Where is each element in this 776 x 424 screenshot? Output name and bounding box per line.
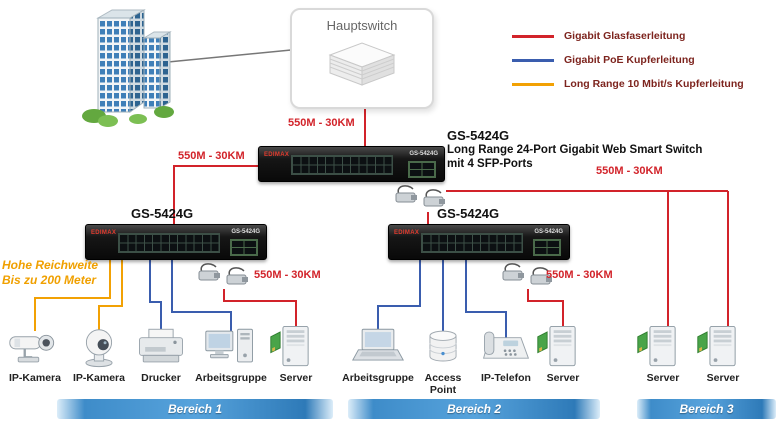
device-label: Server <box>646 372 680 384</box>
left-switch-model-label: GS-5424G <box>131 206 194 221</box>
device-arbeitsgruppe-2: Arbeitsgruppe <box>342 324 414 384</box>
server-icon <box>268 324 324 370</box>
device-label: Arbeitsgruppe <box>342 372 414 384</box>
building-to-hauptswitch-line <box>167 49 292 63</box>
fiber-main-to-left-switch <box>173 165 258 224</box>
distance-label-right-sfp: 550M - 30KM <box>546 269 613 281</box>
device-ip-kamera-1: IP-Kamera <box>0 324 70 384</box>
device-server-2: Server <box>527 324 599 384</box>
access-point-icon <box>415 324 471 370</box>
device-label: Arbeitsgruppe <box>195 372 267 384</box>
fiber-right-sfp-to-server <box>527 289 564 331</box>
dome-camera-icon <box>71 324 127 370</box>
device-arbeitsgruppe-1: Arbeitsgruppe <box>195 324 267 384</box>
switch-brand-logo: EDIMAX <box>394 230 420 236</box>
device-label: Access Point <box>424 372 462 396</box>
poe-line-swatch <box>512 58 554 62</box>
legend-label: Long Range 10 Mbit/s Kupferleitung <box>564 78 744 90</box>
laptop-icon <box>350 324 406 370</box>
switch-right: EDIMAX GS-5424G <box>388 224 570 260</box>
zone-banner-bereich-2: Bereich 2 <box>348 399 600 419</box>
poe-to-drucker <box>149 258 162 331</box>
device-server-1: Server <box>260 324 332 384</box>
server-icon <box>635 324 691 370</box>
device-label: IP-Kamera <box>73 372 125 384</box>
workstation-icon <box>203 324 259 370</box>
main-switch-description-line1: Long Range 24-Port Gigabit Web Smart Swi… <box>447 144 703 156</box>
legend-row-fiber: Gigabit Glasfaserleitung <box>512 24 744 48</box>
switch-port-grid <box>421 233 523 253</box>
device-server-4: Server <box>687 324 759 384</box>
device-server-3: Server <box>627 324 699 384</box>
device-label: Drucker <box>141 372 181 384</box>
device-label: Server <box>706 372 740 384</box>
fiber-left-sfp-to-server <box>223 289 297 331</box>
switch-faceplate-model: GS-5424G <box>534 229 563 235</box>
switch-port-grid <box>118 233 220 253</box>
distance-label-right: 550M - 30KM <box>596 165 663 177</box>
longrange-to-ip-kamera-1 <box>34 258 111 331</box>
legend: Gigabit Glasfaserleitung Gigabit PoE Kup… <box>512 24 744 96</box>
hauptswitch-label: Hauptswitch <box>326 18 398 33</box>
long-range-note: Hohe Reichweite Bis zu 200 Meter <box>2 258 122 288</box>
switch-sfp-ports <box>230 239 258 256</box>
device-label: Server <box>546 372 580 384</box>
switch-sfp-ports <box>533 239 561 256</box>
long-range-note-line1: Hohe Reichweite <box>2 258 99 272</box>
office-building-illustration <box>78 4 178 132</box>
distance-label-left: 550M - 30KM <box>178 150 245 162</box>
main-switch-description-line2: mit 4 SFP-Ports <box>447 158 533 170</box>
main-switch-model-label: GS-5424G <box>447 128 510 143</box>
device-ip-kamera-2: IP-Kamera <box>63 324 135 384</box>
device-label: Server <box>279 372 313 384</box>
switch-left: EDIMAX GS-5424G <box>85 224 267 260</box>
poe-to-arbeitsgruppe-2 <box>377 258 421 331</box>
printer-icon <box>133 324 189 370</box>
switch-faceplate-model: GS-5424G <box>231 229 260 235</box>
server-icon <box>695 324 751 370</box>
zone-banner-bereich-1: Bereich 1 <box>57 399 333 419</box>
switch-brand-logo: EDIMAX <box>264 152 290 158</box>
switch-faceplate-model: GS-5424G <box>409 151 438 157</box>
device-label: IP-Kamera <box>9 372 61 384</box>
bullet-camera-icon <box>7 324 63 370</box>
switch-main: EDIMAX GS-5424G <box>258 146 445 182</box>
distance-label-left-sfp: 550M - 30KM <box>254 269 321 281</box>
device-ip-telefon: IP-Telefon <box>470 324 542 384</box>
long-range-note-line2: Bis zu 200 Meter <box>2 273 97 287</box>
zone-banner-bereich-3: Bereich 3 <box>637 399 776 419</box>
poe-to-ip-telefon <box>465 258 507 340</box>
hauptswitch-panel: Hauptswitch <box>290 8 434 109</box>
poe-to-arbeitsgruppe-1 <box>171 258 232 331</box>
switch-port-grid <box>291 155 393 175</box>
legend-label: Gigabit Glasfaserleitung <box>564 30 686 42</box>
distance-label-hauptswitch: 550M - 30KM <box>288 117 355 129</box>
legend-label: Gigabit PoE Kupferleitung <box>564 54 695 66</box>
device-drucker: Drucker <box>125 324 197 384</box>
device-access-point: Access Point <box>415 324 471 396</box>
legend-row-poe: Gigabit PoE Kupferleitung <box>512 48 744 72</box>
server-icon <box>535 324 591 370</box>
core-switch-icon <box>322 33 402 89</box>
longrange-to-ip-kamera-2 <box>98 258 123 331</box>
ip-phone-icon <box>478 324 534 370</box>
switch-sfp-ports <box>408 161 436 178</box>
fiber-line-swatch <box>512 34 554 38</box>
device-label: IP-Telefon <box>481 372 531 384</box>
sfp-module-icon <box>196 260 256 290</box>
right-switch-model-label: GS-5424G <box>437 206 500 221</box>
legend-row-longrange: Long Range 10 Mbit/s Kupferleitung <box>512 72 744 96</box>
switch-brand-logo: EDIMAX <box>91 230 117 236</box>
longrange-line-swatch <box>512 82 554 86</box>
